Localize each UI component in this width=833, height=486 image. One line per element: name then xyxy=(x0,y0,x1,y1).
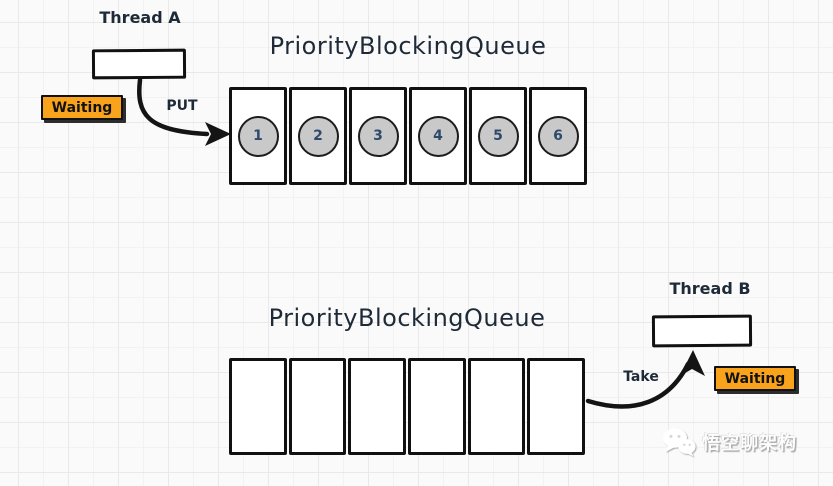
queue-cell: 6 xyxy=(529,87,587,185)
priority-queue-bottom xyxy=(229,358,586,455)
queue-item-circle: 1 xyxy=(237,115,279,157)
queue-cell: 2 xyxy=(289,87,347,185)
queue-cell: 1 xyxy=(229,87,287,185)
queue-cell xyxy=(408,358,466,455)
take-label: Take xyxy=(623,369,659,385)
thread-a-waiting-badge: Waiting xyxy=(41,95,123,120)
top-queue-title: PriorityBlockingQueue xyxy=(269,32,547,60)
thread-b-waiting-badge: Waiting xyxy=(714,366,796,391)
queue-cell xyxy=(348,358,407,455)
watermark-text: 悟空聊架构 xyxy=(702,433,797,454)
queue-cell: 5 xyxy=(469,87,527,185)
queue-item-circle: 3 xyxy=(357,115,399,157)
queue-cell: 3 xyxy=(349,87,407,185)
put-arrowhead-icon xyxy=(205,122,231,146)
queue-item-circle: 2 xyxy=(297,115,339,157)
thread-a-box xyxy=(91,48,187,80)
queue-cell xyxy=(229,358,287,455)
put-label: PUT xyxy=(166,98,198,114)
queue-cell xyxy=(467,358,526,455)
queue-cell xyxy=(288,358,347,455)
queue-cell xyxy=(527,358,586,455)
thread-b-box xyxy=(651,314,753,348)
queue-cell: 4 xyxy=(409,87,467,185)
thread-b-label: Thread B xyxy=(669,279,751,298)
watermark: 悟空聊架构 xyxy=(662,427,797,457)
thread-a-label: Thread A xyxy=(99,8,181,27)
queue-item-circle: 6 xyxy=(537,115,579,157)
take-arrowhead-icon xyxy=(680,350,705,376)
queue-item-circle: 4 xyxy=(417,115,459,157)
queue-item-circle: 5 xyxy=(477,115,519,157)
wechat-icon xyxy=(663,428,696,457)
bottom-queue-title: PriorityBlockingQueue xyxy=(268,304,546,332)
